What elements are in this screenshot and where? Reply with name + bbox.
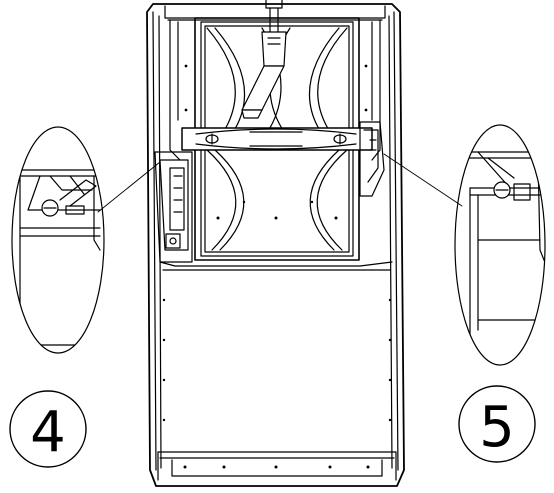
callout-number-4: 4 bbox=[30, 400, 66, 465]
bottom-rivets bbox=[183, 465, 370, 469]
left-mechanism bbox=[154, 151, 193, 263]
screw-icon bbox=[41, 199, 59, 217]
callout-5: 5 bbox=[458, 385, 536, 463]
nozzle-handle bbox=[241, 0, 287, 119]
panel-rivets bbox=[216, 200, 338, 220]
detail-view-right bbox=[454, 124, 546, 366]
callout-4: 4 bbox=[9, 390, 87, 468]
cross-bar bbox=[181, 127, 373, 151]
side-rivets bbox=[162, 64, 392, 422]
callout-number-5: 5 bbox=[479, 395, 515, 460]
right-mechanism bbox=[359, 121, 385, 197]
detail-view-left bbox=[11, 126, 105, 354]
screw-icon bbox=[493, 181, 511, 199]
leader-lines bbox=[97, 153, 463, 213]
